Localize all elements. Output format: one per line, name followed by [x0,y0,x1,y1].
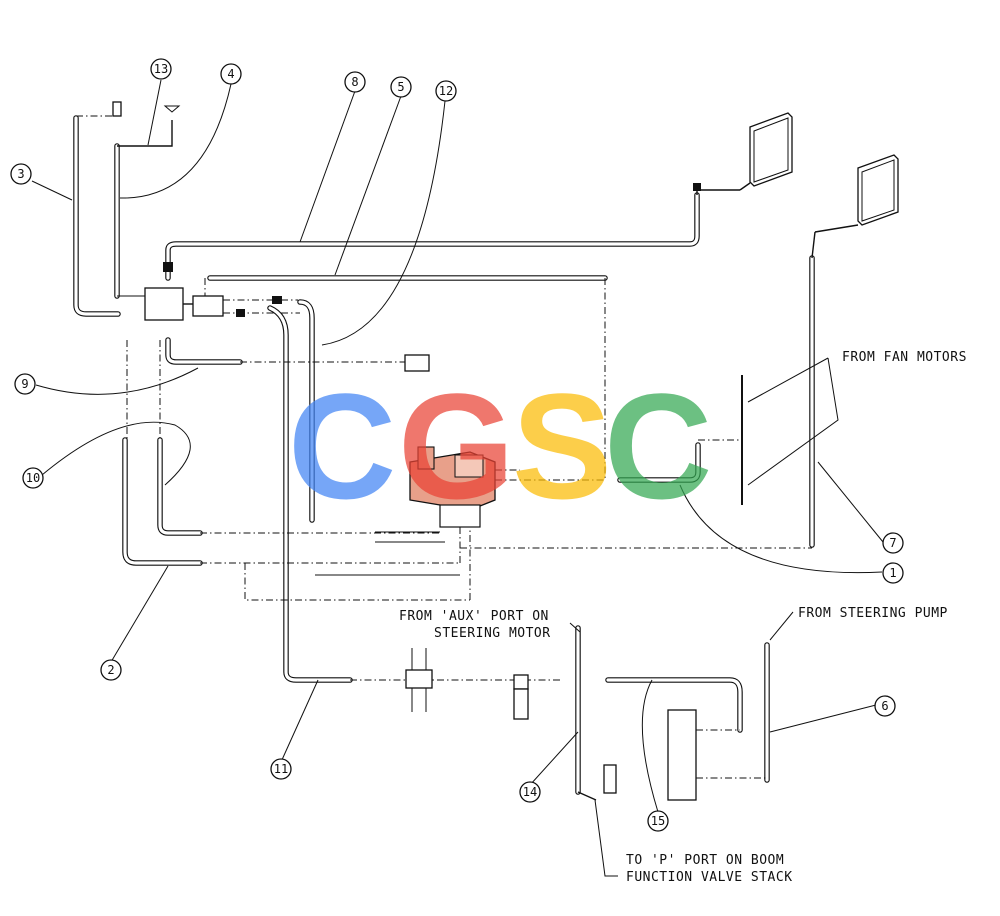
watermark-logo: C G S C [288,362,712,530]
hose-9-10-2 [122,337,471,601]
callout-6: 6 [874,695,896,717]
hose-group-left [73,101,181,317]
callout-10: 10 [22,467,44,489]
svg-text:4: 4 [227,67,234,81]
note-to-p-port-line1: TO 'P' PORT ON BOOM [626,853,784,868]
svg-text:2: 2 [107,663,114,677]
svg-text:3: 3 [17,167,24,181]
svg-text:8: 8 [351,75,358,89]
hose-11-12 [267,299,560,720]
watermark-letter-s: S [512,362,612,530]
callout-2: 2 [100,659,122,681]
note-from-steering-pump: FROM STEERING PUMP [798,606,948,621]
svg-text:1: 1 [889,566,896,580]
manifold-assembly [315,446,605,576]
svg-text:11: 11 [274,762,288,776]
note-from-fan-motors: FROM FAN MOTORS [842,350,967,365]
note-from-aux-line2: STEERING MOTOR [434,626,551,641]
watermark-letter-c2: C [604,362,712,530]
callout-11: 11 [270,758,292,780]
callout-13: 13 [150,58,172,80]
hose-8 [163,183,740,281]
callout-1: 1 [882,562,904,584]
fan-motor-plates [739,112,899,233]
svg-text:14: 14 [523,785,537,799]
svg-text:5: 5 [397,80,404,94]
callout-3: 3 [10,163,32,185]
callout-7: 7 [882,532,904,554]
callout-15: 15 [647,810,669,832]
callout-4: 4 [220,63,242,85]
note-to-p-port-line2: FUNCTION VALVE STACK [626,870,793,885]
callout-8: 8 [344,71,366,93]
svg-text:13: 13 [154,62,168,76]
hose-5 [204,275,608,480]
watermark-letter-c1: C [288,362,396,530]
center-fitting-blocks [144,287,300,321]
leader-lines [31,79,884,877]
callout-5: 5 [390,76,412,98]
callout-9: 9 [14,373,36,395]
hose-6-14-15 [575,625,770,801]
svg-text:12: 12 [439,84,453,98]
callout-14: 14 [519,781,541,803]
svg-text:6: 6 [881,699,888,713]
svg-text:15: 15 [651,814,665,828]
svg-text:7: 7 [889,536,896,550]
watermark-letter-g: G [398,362,515,530]
svg-text:9: 9 [21,377,28,391]
hose-7-1 [460,231,816,549]
svg-text:10: 10 [26,471,40,485]
callout-12: 12 [435,80,457,102]
note-from-aux-line1: FROM 'AUX' PORT ON [399,609,549,624]
